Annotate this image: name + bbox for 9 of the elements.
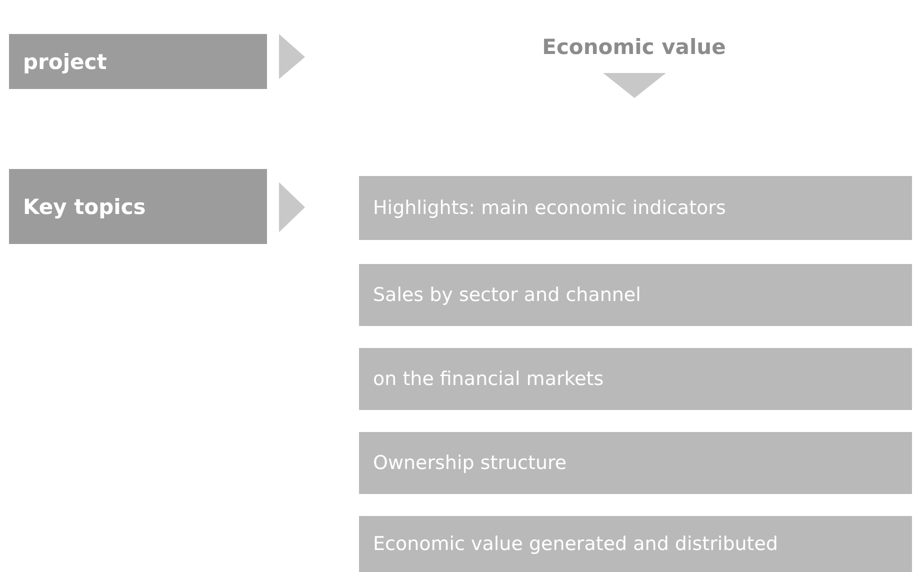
section-label: project bbox=[9, 34, 267, 89]
topic-bar: on the financial markets bbox=[359, 348, 912, 410]
section-title: Economic value bbox=[312, 30, 912, 64]
topic-bar: Economic value generated and distributed bbox=[359, 516, 912, 572]
chevron-arrow bbox=[279, 182, 305, 232]
topic-bar: Ownership structure bbox=[359, 432, 912, 494]
section-label: Key topics bbox=[9, 169, 267, 244]
topic-bar: Sales by sector and channel bbox=[359, 264, 912, 326]
topic-bar: Highlights: main economic indicators bbox=[359, 176, 912, 240]
